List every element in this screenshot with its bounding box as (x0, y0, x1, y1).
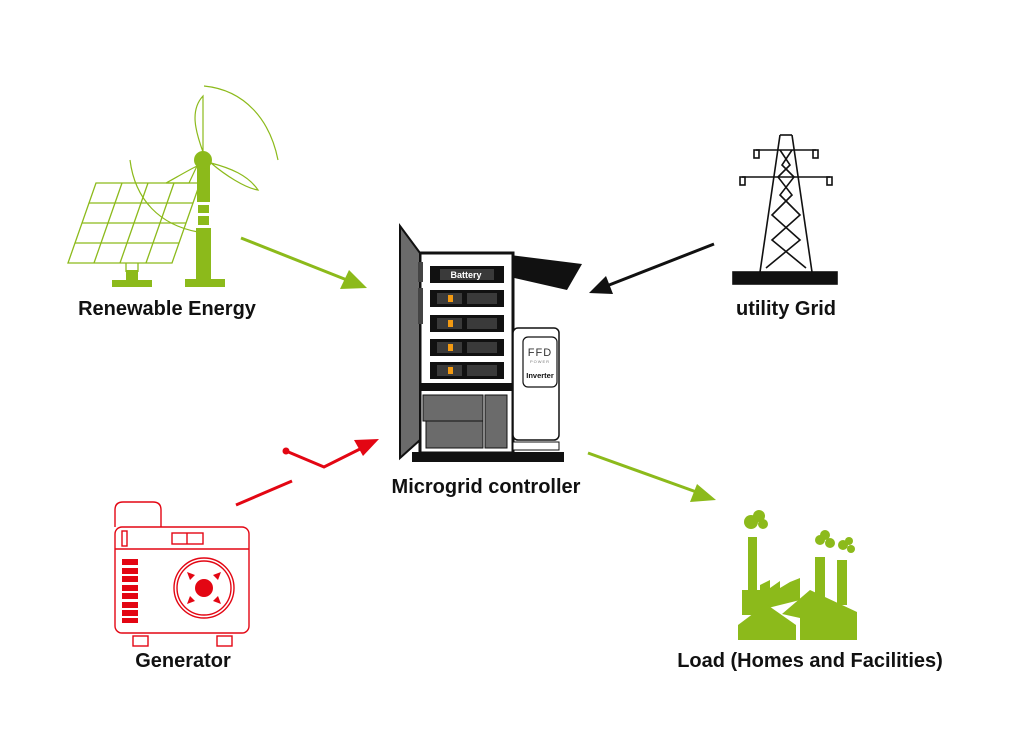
load-arrowhead (690, 484, 716, 502)
utility-grid-label: utility Grid (736, 298, 836, 320)
power-tower-icon (732, 134, 838, 285)
solar-panel-icon (67, 182, 201, 287)
controller-to-load-arrow (587, 451, 703, 496)
renewable-arrowhead (340, 270, 367, 289)
generator-label: Generator (135, 650, 231, 672)
factory-icon (738, 510, 857, 640)
generator-switch-arrow (235, 439, 379, 507)
microgrid-controller-label: Microgrid controller (391, 476, 581, 498)
brand-sub-label: POWER (530, 359, 550, 364)
wind-turbine-icon (129, 85, 279, 287)
renewable-to-controller-arrow (240, 236, 353, 284)
inverter-label: Inverter (526, 371, 554, 380)
grid-arrowhead (589, 276, 613, 294)
generator-icon (114, 501, 250, 647)
load-label: Load (Homes and Facilities) (677, 650, 943, 672)
renewable-energy-label: Renewable Energy (78, 298, 256, 320)
battery-label: Battery (450, 270, 481, 280)
grid-to-controller-arrow (603, 242, 715, 289)
battery-cabinet-icon: Battery FFD POWER Inverter (399, 222, 582, 462)
brand-label: FFD (528, 347, 552, 359)
